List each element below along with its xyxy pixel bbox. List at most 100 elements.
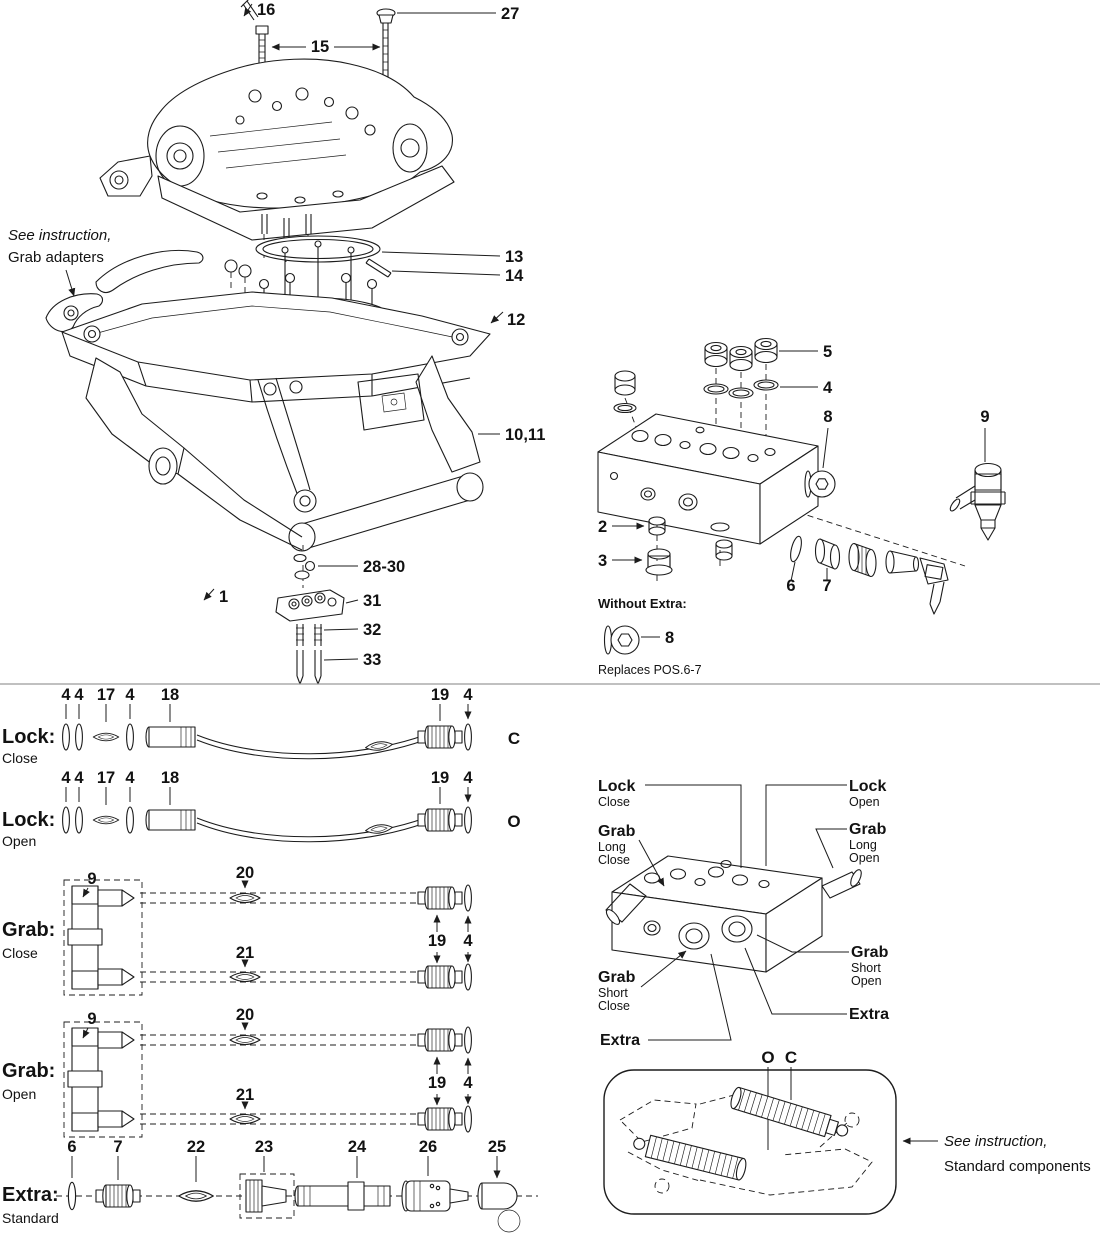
label-grab-long-open-sub2: Open <box>849 851 880 865</box>
label-cylinder-close: C <box>785 1048 797 1067</box>
callout-28-30: 28-30 <box>363 558 405 576</box>
label-grab-long-close: Grab <box>598 823 636 840</box>
label-lock-open-sub: Open <box>849 795 880 809</box>
without-extra-callout-8: 8 <box>665 629 674 647</box>
callout-27: 27 <box>501 5 519 23</box>
callout-18: 18 <box>161 769 179 787</box>
callout-arrows <box>71 1156 497 1182</box>
callout-5: 5 <box>823 343 832 361</box>
callout-2: 2 <box>598 518 607 536</box>
callout-21: 21 <box>236 944 254 962</box>
note-standard-components: Standard components <box>944 1158 1091 1175</box>
plugs-2-3-parts <box>645 516 733 576</box>
label-grab-long-close-sub1: Long <box>598 840 626 854</box>
callout-4: 4 <box>823 379 833 397</box>
callout-17: 17 <box>97 769 115 787</box>
row-subtitle: Close <box>2 945 38 961</box>
row-title: Extra: <box>2 1184 59 1206</box>
row-title: Lock: <box>2 726 55 748</box>
callout-4: 4 <box>463 769 473 787</box>
callout-4: 4 <box>125 769 135 787</box>
callout-9: 9 <box>87 870 96 888</box>
callout-4: 4 <box>463 1074 473 1092</box>
label-grab-long-open: Grab <box>849 821 887 838</box>
callout-20: 20 <box>236 864 254 882</box>
callout-4: 4 <box>61 686 71 704</box>
label-grab-long-close-sub2: Close <box>598 853 630 867</box>
label-lock-close: Lock <box>598 778 635 795</box>
callout-14: 14 <box>505 267 524 285</box>
label-cylinder-open: O <box>761 1048 774 1067</box>
plugs-5-4-parts <box>613 337 779 414</box>
row-subtitle: Open <box>2 1086 36 1102</box>
label-lock-open: Lock <box>849 778 886 795</box>
row-title: Grab: <box>2 1060 55 1082</box>
label-extra-left: Extra <box>600 1032 640 1049</box>
callout-1: 1 <box>219 588 228 606</box>
label-grab-short-close-sub1: Short <box>598 986 628 1000</box>
cylinder-inset: O C See instruction, Sta <box>603 1048 1091 1215</box>
callout-17: 17 <box>97 686 115 704</box>
callout-32: 32 <box>363 621 381 639</box>
label-grab-short-close-sub2: Close <box>598 999 630 1013</box>
frame-10-11-part <box>61 291 491 552</box>
callout-26: 26 <box>419 1138 437 1156</box>
callout-10-11: 10,11 <box>505 426 545 444</box>
row-title: Grab: <box>2 919 55 941</box>
note-see-instruction-2: See instruction, <box>944 1133 1047 1150</box>
callout-4: 4 <box>463 686 473 704</box>
row-subtitle: Close <box>2 750 38 766</box>
callout-4: 4 <box>61 769 71 787</box>
cylinder-c-part <box>730 1086 849 1138</box>
callout-22: 22 <box>187 1138 205 1156</box>
row-grab-close: Grab: Close 9 20 21 19 4 <box>2 864 473 995</box>
row-lock-close: Lock: Close 4 4 17 4 18 19 4 C <box>2 686 520 766</box>
valve-block-part <box>99 58 455 262</box>
label-grab-short-open: Grab <box>851 944 889 961</box>
plug-8-part <box>804 470 836 498</box>
callout-21: 21 <box>236 1086 254 1104</box>
row-extra: Extra: Standard 6 7 22 <box>2 1138 538 1233</box>
label-grab-short-close: Grab <box>598 969 636 986</box>
manifold-block-part <box>597 413 819 545</box>
callout-19: 19 <box>428 1074 446 1092</box>
hitch-assembly-drawing: 16 15 27 13 14 12 10,11 28-30 1 31 32 33 <box>8 0 545 685</box>
callout-13: 13 <box>505 248 523 266</box>
row-lock-open: Lock: Open 4 4 17 4 18 19 4 O <box>2 769 521 849</box>
row-title: Lock: <box>2 809 55 831</box>
replaces-label: Replaces POS.6-7 <box>598 663 702 677</box>
callout-4: 4 <box>125 686 135 704</box>
callout-7: 7 <box>822 577 831 595</box>
row-grab-open: Grab: Open 9 20 21 19 4 <box>2 1006 473 1137</box>
callout-12: 12 <box>507 311 525 329</box>
callout-4: 4 <box>74 769 84 787</box>
callout-16: 16 <box>257 1 275 19</box>
callout-7: 7 <box>113 1138 122 1156</box>
callout-4: 4 <box>74 686 84 704</box>
port-letter-close: C <box>508 729 520 748</box>
callout-19: 19 <box>431 769 449 787</box>
hose-kit-rows: Lock: Close 4 4 17 4 18 19 4 C Lock: Ope… <box>2 686 538 1233</box>
port-map-drawing: Lock Close Lock Open Grab Long Close Gra… <box>598 778 1091 1215</box>
without-extra-block: Without Extra: 8 Replaces POS.6-7 <box>598 596 702 677</box>
callout-6: 6 <box>67 1138 76 1156</box>
label-extra-right: Extra <box>849 1006 889 1023</box>
label-lock-close-sub: Close <box>598 795 630 809</box>
pin-14-part <box>365 258 392 278</box>
callout-6: 6 <box>786 577 795 595</box>
callout-19: 19 <box>428 932 446 950</box>
callout-3: 3 <box>598 552 607 570</box>
callout-9: 9 <box>980 408 989 426</box>
callout-15: 15 <box>311 38 329 56</box>
callout-20: 20 <box>236 1006 254 1024</box>
callout-24: 24 <box>348 1138 367 1156</box>
callout-arrows <box>65 787 468 805</box>
callout-25: 25 <box>488 1138 506 1156</box>
note-grab-adapters: Grab adapters <box>8 249 104 266</box>
fittings-6-7-parts <box>790 535 949 615</box>
callout-8: 8 <box>823 408 832 426</box>
grab-adapter-hook-part <box>45 249 252 333</box>
manifold-callouts: 5 4 8 9 2 3 6 7 <box>598 343 990 595</box>
screw-16-part <box>240 0 259 21</box>
